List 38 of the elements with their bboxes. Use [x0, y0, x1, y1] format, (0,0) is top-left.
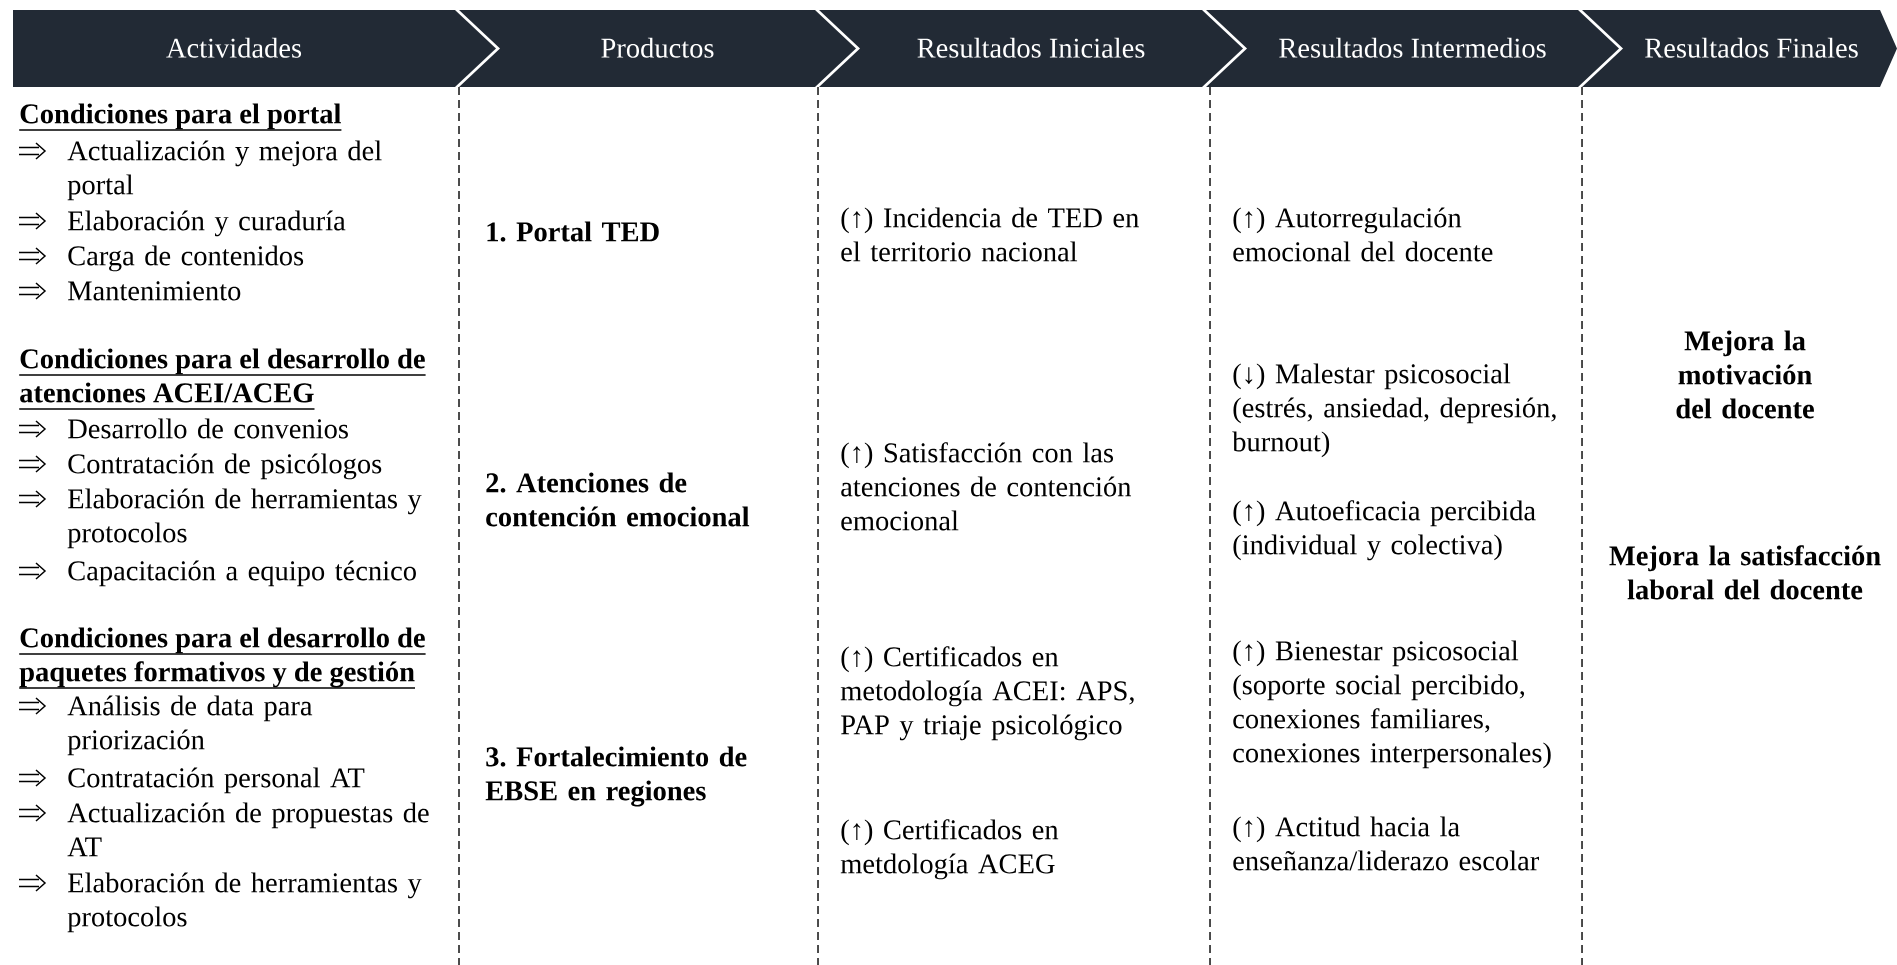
chevron-band: Productos: [459, 10, 856, 87]
section-heading: Condiciones para el desarrollo de paquetes formativos y de gestión: [18, 627, 427, 689]
activity-item: Mantenimiento: [68, 281, 241, 301]
result-text: (↑) Autorregulación emocional del docente: [1233, 207, 1493, 262]
product-label: 2. Atenciones de contención emocional: [486, 472, 750, 527]
result-text: (↑) Actitud hacia la enseñanza/liderazo escolar: [1233, 816, 1539, 871]
activity-item: Contratación personal AT: [68, 767, 365, 794]
activity-item: Carga de contenidos: [68, 245, 304, 272]
result-text: (↑) Satisfacción con las atenciones de contención emocional: [841, 442, 1131, 531]
result-text: (↑) Autoeficacia percibida (individual y colectiva): [1233, 500, 1536, 561]
activity-item: Actualización de propuestas de AT: [67, 802, 429, 857]
section-heading: Condiciones para el desarrollo de atenciones ACEI/ACEG: [18, 348, 427, 410]
activity-item: Elaboración y curaduría: [68, 210, 346, 237]
activity-item: Elaboración de herramientas y protocolos: [67, 872, 422, 933]
result-text: (↑) Certificados en metodología ACEI: APS, PAP y triaje psicológico: [840, 646, 1134, 741]
chevron-band: Resultados Intermedios: [1206, 10, 1619, 87]
product-label: 3. Fortalecimiento de EBSE en regiones: [485, 746, 747, 807]
node-label: Resultados Finales: [1645, 37, 1858, 58]
result-text: (↓) Malestar psicosocial (estrés, ansiedad, depresión, burnout): [1232, 363, 1556, 458]
node-label: Resultados Iniciales: [917, 37, 1145, 58]
activity-item: Elaboración de herramientas y protocolos: [67, 488, 422, 549]
activity-item: Capacitación a equipo técnico: [68, 560, 416, 587]
product-label: 1. Portal TED: [487, 221, 659, 242]
result-text: (↑) Certificados en metdología ACEG: [840, 819, 1059, 880]
activity-item: Actualización y mejora del portal: [67, 140, 382, 201]
node-label: Productos: [601, 37, 714, 58]
result-text: (↑) Incidencia de TED en el territorio nacional: [841, 207, 1139, 262]
final-result: Mejora la motivación del docente: [1676, 330, 1814, 419]
node-label: Resultados Intermedios: [1279, 37, 1546, 58]
activity-item: Desarrollo de convenios: [68, 418, 348, 439]
result-text: (↑) Bienestar psicosocial (soporte social percibido, conexiones familiares, conexiones interpersonales): [1233, 640, 1551, 769]
activity-item: Análisis de data para priorización: [67, 695, 313, 756]
chevron-band: Resultados Iniciales: [819, 10, 1243, 87]
activity-item: Contratación de psicólogos: [68, 453, 382, 480]
chevron-band: Actividades: [13, 10, 496, 87]
chevron-band: Resultados Finales: [1582, 10, 1897, 87]
final-result: Mejora la satisfacción laboral del docente: [1609, 545, 1881, 600]
node-label: Actividades: [166, 37, 302, 58]
